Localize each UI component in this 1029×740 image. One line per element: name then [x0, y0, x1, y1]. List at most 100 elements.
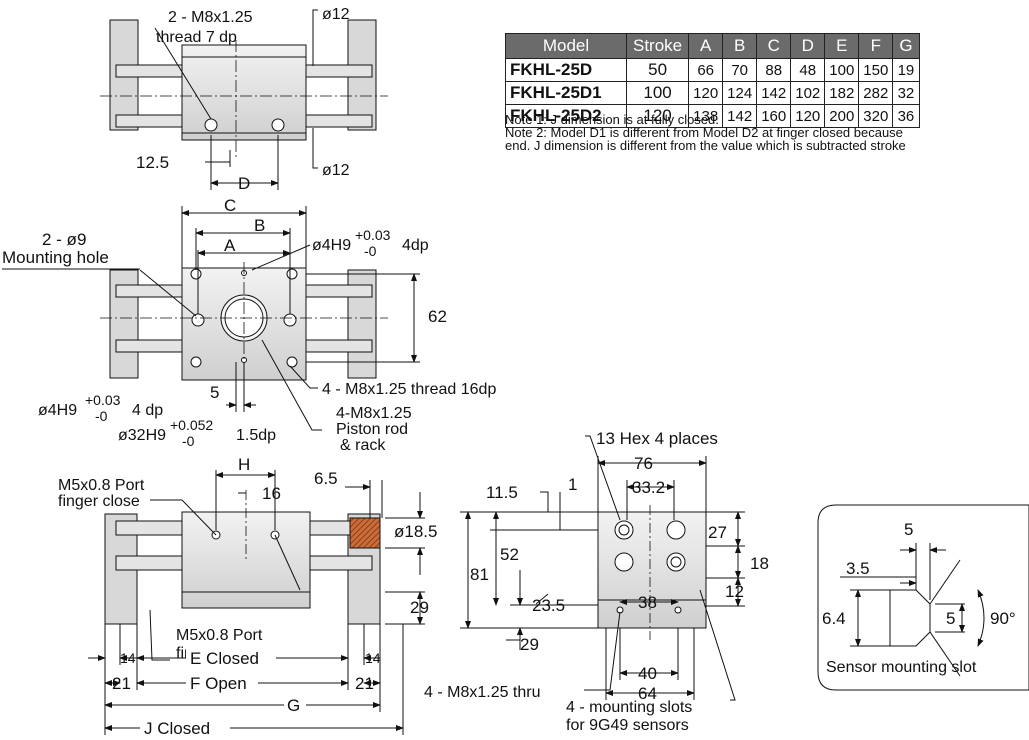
dim-29-side: 29 — [520, 635, 539, 654]
mid-view — [100, 206, 420, 431]
thru-label: 4 - M8x1.25 thru — [424, 684, 541, 701]
bore-tol-minus: -0 — [182, 433, 195, 449]
spec-header-row: Model Stroke A B C D E F G — [505, 33, 920, 59]
note-2: Note 2: Model D1 is different from Model… — [505, 125, 903, 140]
dim-21-right: 21 — [355, 674, 374, 693]
sensor-angle: 90° — [990, 609, 1016, 628]
cell-stroke: 50 — [625, 58, 690, 82]
dim-g: G — [287, 696, 300, 715]
body-top — [181, 44, 307, 141]
bore-tol-plus: +0.052 — [170, 417, 213, 433]
slots-label-2: for 9G49 sensors — [566, 717, 689, 734]
cell: 200 — [824, 104, 860, 128]
top-dia-12: ø12 — [322, 6, 350, 23]
dim-a: A — [224, 236, 236, 255]
pin2-tol-plus: +0.03 — [85, 392, 121, 408]
cell-stroke: 100 — [625, 81, 690, 105]
side-view — [460, 435, 745, 701]
dim-11-5: 11.5 — [486, 483, 518, 502]
cell: 150 — [858, 58, 894, 82]
notes: Note 1: J dimension is at fully closed. … — [505, 113, 1029, 152]
pin-hole-2: ø4H9 — [38, 402, 77, 419]
thread-16dp: 4 - M8x1.25 thread 16dp — [322, 381, 496, 398]
mount-qty: 2 - ø9 — [42, 230, 86, 249]
dim-d: D — [238, 174, 250, 193]
sensor-dim-5-mid: 5 — [946, 609, 955, 628]
port-close-1: M5x0.8 Port — [58, 477, 145, 494]
cell-model: FKHL-25D2 — [505, 104, 627, 128]
pin2-depth: 4 dp — [132, 402, 163, 419]
top-view — [100, 9, 388, 190]
pin-tol-plus: +0.03 — [355, 227, 391, 243]
dim-18: 18 — [750, 554, 769, 573]
dim-c: C — [224, 196, 236, 215]
f-open: F Open — [190, 674, 247, 693]
dim-64: 64 — [638, 684, 657, 703]
col-header-d: D — [790, 33, 826, 59]
pin-hole-label: ø4H9 — [312, 237, 351, 254]
hex-label: 13 Hex 4 places — [596, 429, 718, 448]
note-1: Note 1: J dimension is at fully closed. — [505, 113, 719, 127]
dim-16: 16 — [262, 484, 281, 503]
dim-6-5: 6.5 — [314, 469, 338, 488]
rod-cutaway — [349, 517, 381, 549]
dim-33-2: 33.2 — [632, 478, 665, 497]
sensor-detail — [817, 504, 1029, 691]
rod-label-1: 4-M8x1.25 — [336, 405, 412, 422]
cell: 32 — [892, 81, 920, 105]
dim-18-5: ø18.5 — [394, 522, 437, 541]
dim-52: 52 — [500, 545, 519, 564]
cell: 36 — [892, 104, 920, 128]
bore-label: ø32H9 — [118, 427, 166, 444]
sensor-dim-3-5: 3.5 — [846, 559, 870, 578]
e-closed: E Closed — [190, 649, 259, 668]
cell-stroke: 120 — [625, 104, 690, 128]
col-header-c: C — [756, 33, 792, 59]
cell: 19 — [892, 58, 920, 82]
col-header-e: E — [824, 33, 860, 59]
dim-38: 38 — [638, 593, 657, 612]
col-header-model: Model — [505, 33, 627, 59]
dim-23-5: 23.5 — [532, 596, 565, 615]
col-header-stroke: Stroke — [625, 33, 690, 59]
sensor-dim-5: 5 — [904, 520, 913, 539]
cell: 320 — [858, 104, 894, 128]
sensor-dim-6-4: 6.4 — [822, 609, 846, 628]
cell: 142 — [722, 104, 758, 128]
slots-label-1: 4 - mounting slots — [566, 699, 692, 716]
cell: 138 — [688, 104, 724, 128]
pin-depth: 4dp — [402, 237, 429, 254]
dim-62: 62 — [428, 307, 447, 326]
mount-label: Mounting hole — [2, 248, 109, 267]
dim-40: 40 — [638, 664, 657, 683]
spec-table: Model Stroke A B C D E F G FKHL-25D 50 6… — [505, 33, 920, 128]
col-header-g: G — [892, 33, 920, 59]
col-header-b: B — [722, 33, 758, 59]
dim-5: 5 — [210, 383, 219, 402]
front-view — [88, 470, 425, 735]
cell-model: FKHL-25D1 — [505, 81, 627, 105]
j-closed: J Closed — [144, 719, 210, 738]
dim-21-left: 21 — [112, 674, 131, 693]
dim-14-right: 14 — [365, 650, 381, 666]
table-row: FKHL-25D 50 66 70 88 48 100 150 19 — [505, 58, 920, 82]
cell: 282 — [858, 81, 894, 105]
table-row: FKHL-25D2 120 138 142 160 120 200 320 36 — [505, 104, 920, 128]
cell: 120 — [790, 104, 826, 128]
dim-76: 76 — [634, 454, 653, 473]
port-open-1: M5x0.8 Port — [176, 627, 263, 644]
rod-label-3: & rack — [340, 437, 386, 454]
dim-12-side: 12 — [725, 582, 744, 601]
dim-1: 1 — [568, 475, 577, 494]
cell: 182 — [824, 81, 860, 105]
top-thread-depth: thread 7 dp — [156, 29, 237, 46]
rod-label-2: Piston rod — [336, 421, 408, 438]
cell: 70 — [722, 58, 758, 82]
pin-tol-minus: -0 — [364, 243, 377, 259]
dim-27: 27 — [708, 523, 727, 542]
bottom-dia-12: ø12 — [322, 162, 350, 179]
cell: 102 — [790, 81, 826, 105]
cell: 160 — [756, 104, 792, 128]
top-thread-label: 2 - M8x1.25 — [168, 9, 253, 26]
col-header-f: F — [858, 33, 894, 59]
